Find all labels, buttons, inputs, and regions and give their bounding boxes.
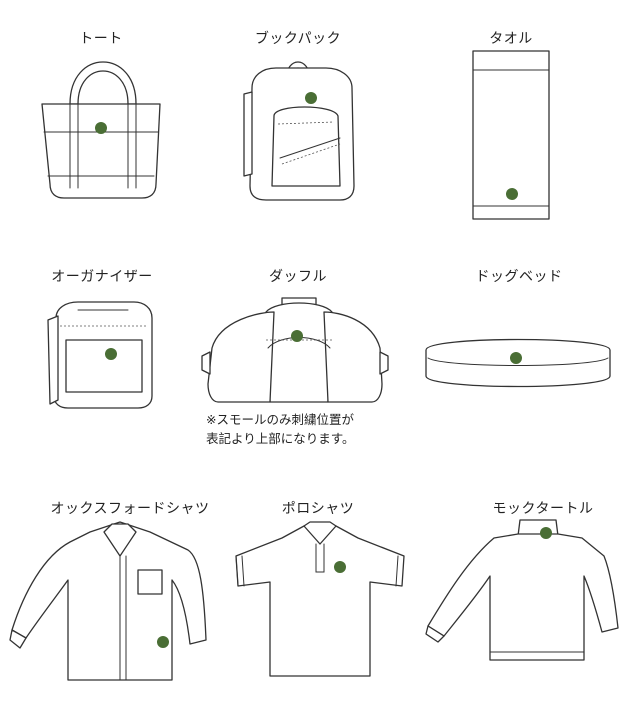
dog-bed-embroidery-dot (510, 352, 522, 364)
oxford-shirt-illustration (9, 520, 210, 682)
backpack-embroidery-dot (305, 92, 317, 104)
mock-turtle-embroidery-dot (540, 527, 552, 539)
backpack-label: ブックパック (254, 31, 342, 47)
dog-bed-illustration (424, 330, 614, 392)
note-line-2: 表記より上部になります。 (206, 431, 355, 446)
towel-label: タオル (489, 31, 533, 47)
oxford-shirt-label: オックスフォードシャツ (50, 501, 210, 517)
polo-shirt-embroidery-dot (334, 561, 346, 573)
organizer-embroidery-dot (105, 348, 117, 360)
polo-shirt-illustration (232, 520, 408, 680)
towel-embroidery-dot (506, 188, 518, 200)
towel-illustration (472, 50, 552, 222)
mock-turtle-illustration (424, 519, 620, 664)
duffle-label: ダッフル (269, 269, 327, 285)
dog-bed-label: ドッグベッド (475, 269, 563, 285)
embroidery-note: ※スモールのみ刺繍位置が 表記より上部になります。 (206, 410, 355, 448)
note-line-1: ※スモールのみ刺繍位置が (206, 412, 354, 427)
duffle-embroidery-dot (291, 330, 303, 342)
polo-shirt-label: ポロシャツ (281, 501, 355, 517)
tote-embroidery-dot (95, 122, 107, 134)
duffle-illustration (200, 294, 390, 406)
oxford-shirt-embroidery-dot (157, 636, 169, 648)
organizer-illustration (47, 300, 158, 412)
organizer-label: オーガナイザー (51, 269, 153, 285)
mock-turtle-label: モックタートル (492, 501, 594, 517)
tote-label: トート (79, 31, 123, 47)
backpack-illustration (243, 54, 364, 204)
tote-illustration (38, 56, 168, 206)
